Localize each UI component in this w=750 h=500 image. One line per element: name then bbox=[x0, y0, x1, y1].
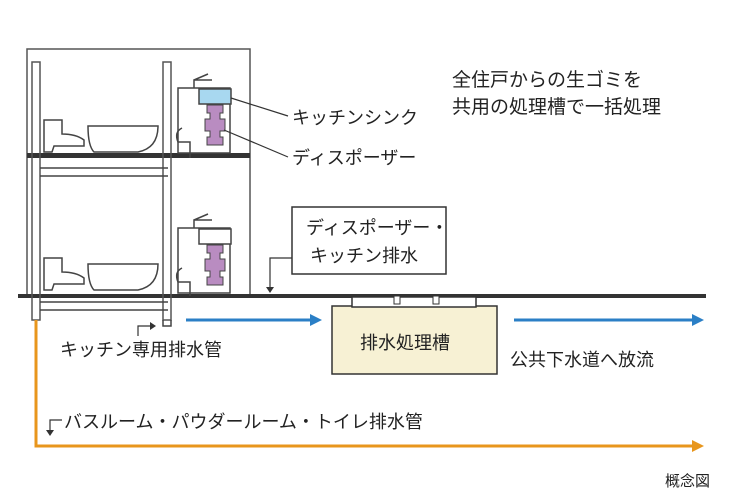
drain-box-line-2: キッチン排水 bbox=[310, 246, 418, 267]
upper-floor-fixtures bbox=[40, 73, 231, 177]
kitchen-drain-flow bbox=[186, 314, 704, 326]
kitchen-drain-exit bbox=[162, 320, 172, 327]
kitchen-sink-label: キッチンシンク bbox=[292, 108, 418, 129]
headline-line-1: 全住戸からの生ゴミを bbox=[452, 69, 642, 91]
leader-lines bbox=[223, 97, 289, 158]
treatment-tank bbox=[331, 295, 498, 375]
bath-toilet-pipe-label: バスルーム・パウダールーム・トイレ排水管 bbox=[64, 412, 423, 433]
faucet-upper bbox=[193, 73, 212, 88]
kitchen-stack bbox=[162, 61, 172, 321]
kitchen-pipe-leader bbox=[137, 325, 152, 336]
faucet-lower bbox=[193, 213, 212, 228]
sink-basin-lower bbox=[198, 228, 232, 245]
drain-box-line-1: ディスポーザー・ bbox=[306, 218, 448, 239]
bath-pipe-leader-tip bbox=[46, 430, 54, 436]
public-sewer-label: 公共下水道へ放流 bbox=[510, 350, 654, 371]
kitchen-cabinet-lower bbox=[177, 227, 231, 294]
kitchen-pipe-leader-tip bbox=[150, 322, 156, 330]
bathtub-upper bbox=[87, 125, 159, 153]
sink-leader bbox=[230, 97, 289, 117]
toilet-upper bbox=[43, 119, 85, 153]
floor-slabs bbox=[18, 153, 706, 298]
drain-box-leader bbox=[269, 257, 292, 292]
disposer-lower bbox=[204, 244, 226, 286]
disposer-label: ディスポーザー bbox=[292, 148, 416, 169]
drain-box-leader-tip bbox=[266, 287, 274, 293]
drain-arrowhead-to-tank bbox=[310, 314, 322, 326]
disposer-leader bbox=[223, 129, 289, 158]
toilet-lower bbox=[43, 257, 85, 291]
lower-branch-pipe bbox=[40, 301, 168, 311]
disposer-kitchen-drain-box bbox=[291, 206, 447, 275]
sink-basin-upper bbox=[198, 88, 232, 105]
bath-pipe-leader bbox=[49, 419, 62, 432]
trap-upper bbox=[175, 127, 191, 158]
bath-pipe-arrowhead bbox=[692, 440, 704, 452]
concept-note: 概念図 bbox=[665, 472, 710, 490]
tank-vent-1 bbox=[393, 295, 401, 305]
bath-toilet-drain-flow bbox=[34, 320, 704, 452]
upper-branch-pipe bbox=[40, 167, 168, 177]
bath-stack bbox=[31, 61, 41, 321]
trap-lower bbox=[175, 267, 191, 296]
headline-line-2: 共用の処理槽で一括処理 bbox=[452, 96, 661, 118]
upper-floor-slab bbox=[27, 153, 250, 158]
bath-pipe-line bbox=[34, 320, 694, 448]
kitchen-drain-pipe-label: キッチン専用排水管 bbox=[60, 340, 222, 361]
ground-line bbox=[18, 294, 706, 298]
tank-body bbox=[331, 305, 498, 375]
tank-top-cap bbox=[351, 296, 477, 308]
tank-vent-2 bbox=[432, 295, 440, 305]
kitchen-cabinet-upper bbox=[177, 87, 231, 154]
lower-floor-fixtures bbox=[40, 213, 231, 327]
disposer-upper bbox=[204, 104, 226, 146]
treatment-tank-label: 排水処理槽 bbox=[360, 333, 450, 354]
drain-arrowhead-to-sewer bbox=[692, 314, 704, 326]
vertical-stacks bbox=[31, 61, 172, 321]
bathtub-lower bbox=[87, 263, 159, 291]
